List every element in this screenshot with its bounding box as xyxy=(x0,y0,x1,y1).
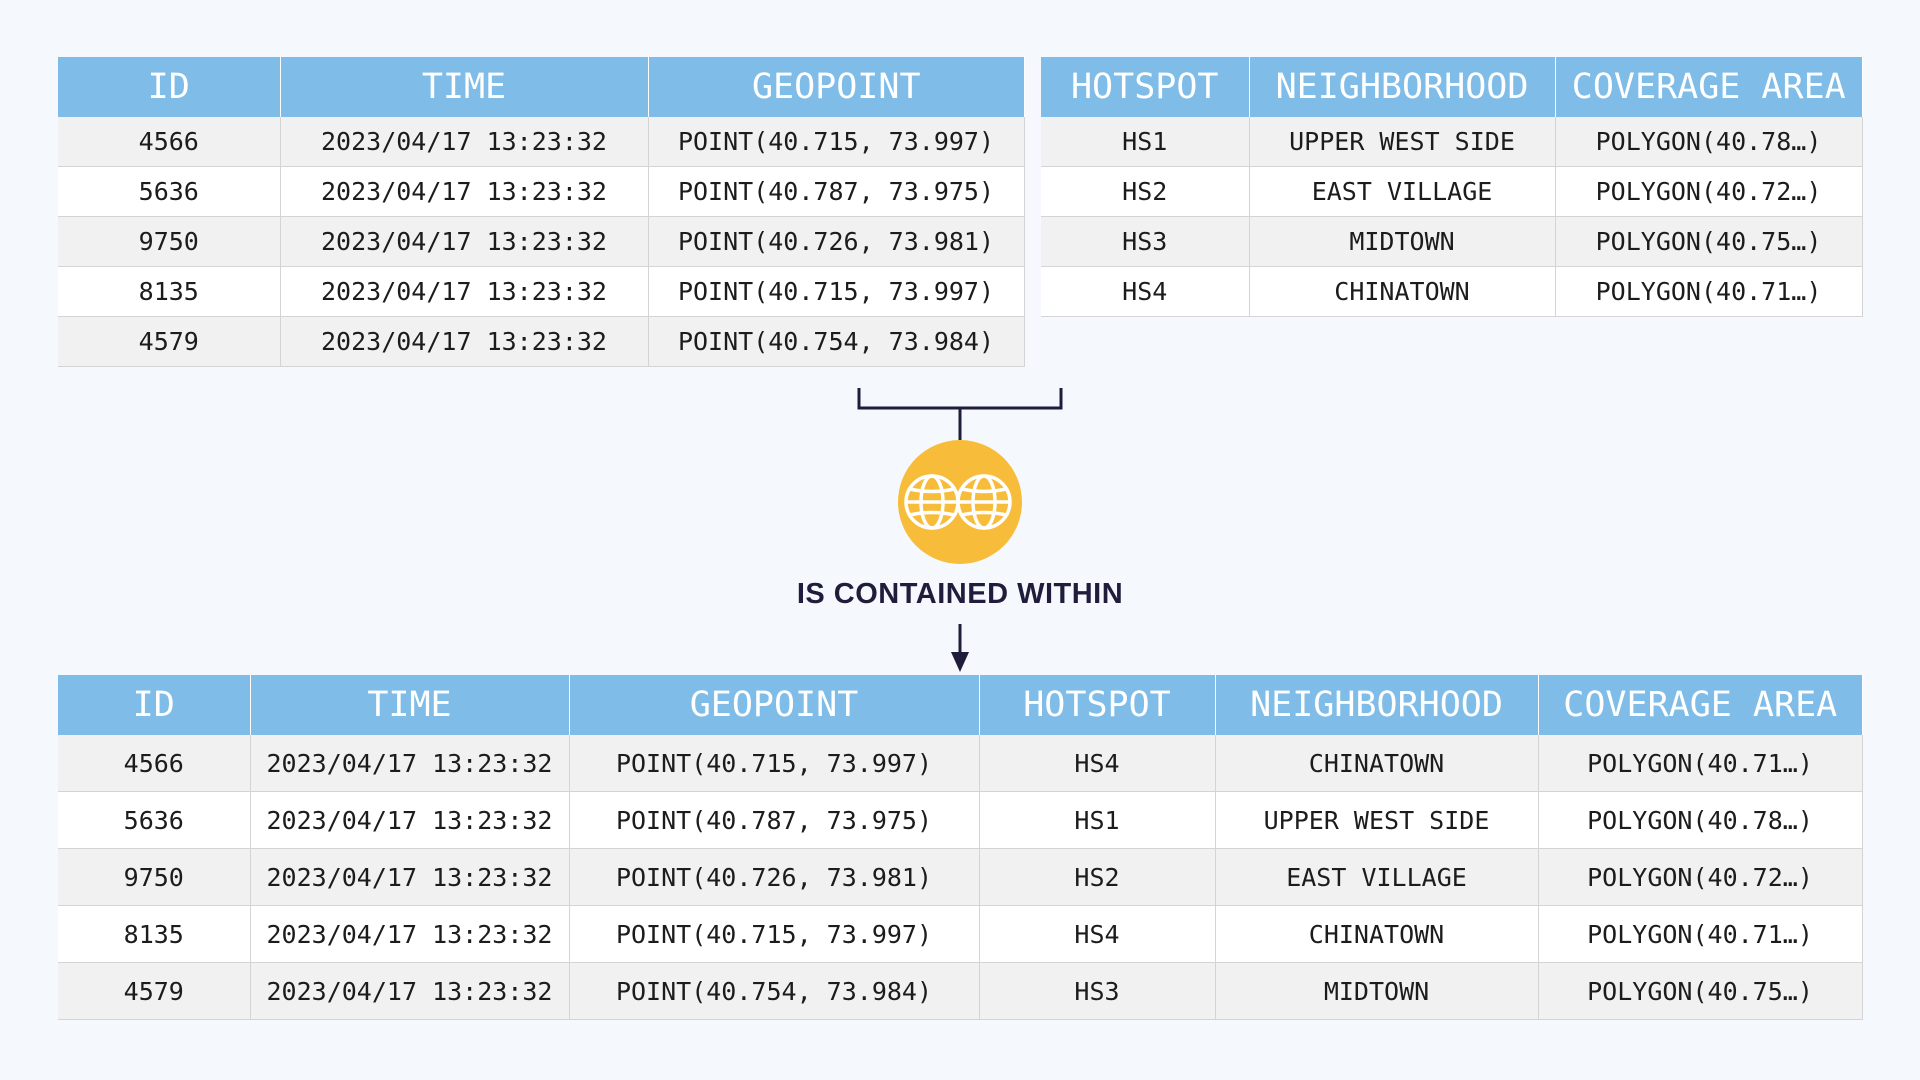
table-cell: HS2 xyxy=(979,848,1216,906)
table-cell: CHINATOWN xyxy=(1215,735,1539,792)
table-cell: HS4 xyxy=(979,905,1216,963)
table-cell: EAST VILLAGE xyxy=(1249,166,1556,217)
table-cell: UPPER WEST SIDE xyxy=(1215,791,1539,849)
column-header: COVERAGE AREA xyxy=(1538,675,1862,735)
table-cell: POLYGON(40.78…) xyxy=(1538,791,1863,849)
table-cell: POLYGON(40.71…) xyxy=(1538,905,1863,963)
table-cell: 4566 xyxy=(58,735,251,792)
table-cell: 2023/04/17 13:23:32 xyxy=(280,166,649,217)
table-cell: 4566 xyxy=(58,117,281,167)
table-cell: POLYGON(40.75…) xyxy=(1555,216,1863,267)
table-cell: 9750 xyxy=(58,848,251,906)
table-row: HS4 CHINATOWN POLYGON(40.71…) xyxy=(1041,266,1863,317)
points-table-header: ID TIME GEOPOINT xyxy=(58,57,1024,117)
table-row: 5636 2023/04/17 13:23:32 POINT(40.787, 7… xyxy=(58,791,1863,849)
table-cell: POLYGON(40.72…) xyxy=(1538,848,1863,906)
table-row: 9750 2023/04/17 13:23:32 POINT(40.726, 7… xyxy=(58,848,1863,906)
table-row: 9750 2023/04/17 13:23:32 POINT(40.726, 7… xyxy=(58,216,1025,267)
table-cell: HS4 xyxy=(1041,266,1250,317)
table-cell: POINT(40.715, 73.997) xyxy=(648,117,1025,167)
table-cell: HS4 xyxy=(979,735,1216,792)
table-row: 4566 2023/04/17 13:23:32 POINT(40.715, 7… xyxy=(58,117,1025,167)
table-cell: POLYGON(40.72…) xyxy=(1555,166,1863,217)
table-cell: 2023/04/17 13:23:32 xyxy=(250,791,570,849)
table-row: HS1 UPPER WEST SIDE POLYGON(40.78…) xyxy=(1041,117,1863,167)
column-header: GEOPOINT xyxy=(648,57,1024,117)
table-cell: 2023/04/17 13:23:32 xyxy=(280,216,649,267)
table-cell: 2023/04/17 13:23:32 xyxy=(250,735,570,792)
column-header: HOTSPOT xyxy=(1041,57,1250,117)
table-cell: POINT(40.726, 73.981) xyxy=(569,848,980,906)
column-header: NEIGHBORHOOD xyxy=(1249,57,1556,117)
table-cell: 2023/04/17 13:23:32 xyxy=(250,905,570,963)
table-row: HS2 EAST VILLAGE POLYGON(40.72…) xyxy=(1041,166,1863,217)
table-cell: 2023/04/17 13:23:32 xyxy=(280,266,649,317)
table-row: 4579 2023/04/17 13:23:32 POINT(40.754, 7… xyxy=(58,962,1863,1020)
table-cell: 2023/04/17 13:23:32 xyxy=(280,117,649,167)
hotspots-table-header: HOTSPOT NEIGHBORHOOD COVERAGE AREA xyxy=(1041,57,1862,117)
table-row: 4566 2023/04/17 13:23:32 POINT(40.715, 7… xyxy=(58,735,1863,792)
table-cell: 9750 xyxy=(58,216,281,267)
operation-label: IS CONTAINED WITHIN xyxy=(796,578,1124,610)
table-cell: HS3 xyxy=(979,962,1216,1020)
table-row: 8135 2023/04/17 13:23:32 POINT(40.715, 7… xyxy=(58,266,1025,317)
table-cell: POINT(40.715, 73.997) xyxy=(569,735,980,792)
copyright-notice: ©2023 DATAIKU INC. xyxy=(92,1033,280,1054)
table-cell: POINT(40.787, 73.975) xyxy=(648,166,1025,217)
table-cell: HS1 xyxy=(979,791,1216,849)
column-header: NEIGHBORHOOD xyxy=(1215,675,1539,735)
table-cell: POLYGON(40.71…) xyxy=(1555,266,1863,317)
table-row: 8135 2023/04/17 13:23:32 POINT(40.715, 7… xyxy=(58,905,1863,963)
result-table: ID TIME GEOPOINT HOTSPOT NEIGHBORHOOD CO… xyxy=(58,675,1863,1020)
table-cell: EAST VILLAGE xyxy=(1215,848,1539,906)
table-cell: POINT(40.754, 73.984) xyxy=(648,316,1025,367)
table-cell: 2023/04/17 13:23:32 xyxy=(250,962,570,1020)
table-cell: POINT(40.787, 73.975) xyxy=(569,791,980,849)
result-table-header: ID TIME GEOPOINT HOTSPOT NEIGHBORHOOD CO… xyxy=(58,675,1862,735)
table-cell: POINT(40.754, 73.984) xyxy=(569,962,980,1020)
hotspots-table: HOTSPOT NEIGHBORHOOD COVERAGE AREA HS1 U… xyxy=(1041,57,1863,317)
table-row: 5636 2023/04/17 13:23:32 POINT(40.787, 7… xyxy=(58,166,1025,217)
table-cell: 2023/04/17 13:23:32 xyxy=(280,316,649,367)
table-cell: 4579 xyxy=(58,316,281,367)
table-cell: 4579 xyxy=(58,962,251,1020)
table-cell: POINT(40.715, 73.997) xyxy=(569,905,980,963)
table-cell: UPPER WEST SIDE xyxy=(1249,117,1556,167)
down-arrow xyxy=(951,624,969,672)
column-header: GEOPOINT xyxy=(569,675,980,735)
table-cell: POLYGON(40.78…) xyxy=(1555,117,1863,167)
table-cell: HS2 xyxy=(1041,166,1250,217)
column-header: TIME xyxy=(280,57,649,117)
table-cell: 8135 xyxy=(58,905,251,963)
table-cell: MIDTOWN xyxy=(1215,962,1539,1020)
column-header: COVERAGE AREA xyxy=(1555,57,1862,117)
points-table: ID TIME GEOPOINT 4566 2023/04/17 13:23:3… xyxy=(58,57,1025,367)
table-cell: POLYGON(40.71…) xyxy=(1538,735,1863,792)
join-bracket xyxy=(857,388,1063,440)
table-cell: CHINATOWN xyxy=(1249,266,1556,317)
table-cell: HS1 xyxy=(1041,117,1250,167)
table-cell: POINT(40.726, 73.981) xyxy=(648,216,1025,267)
table-cell: 5636 xyxy=(58,166,281,217)
geo-join-icon xyxy=(898,440,1022,564)
table-row: HS3 MIDTOWN POLYGON(40.75…) xyxy=(1041,216,1863,267)
table-cell: 8135 xyxy=(58,266,281,317)
table-cell: POLYGON(40.75…) xyxy=(1538,962,1863,1020)
column-header: HOTSPOT xyxy=(979,675,1216,735)
table-cell: 5636 xyxy=(58,791,251,849)
column-header: TIME xyxy=(250,675,570,735)
table-cell: CHINATOWN xyxy=(1215,905,1539,963)
table-cell: MIDTOWN xyxy=(1249,216,1556,267)
table-row: 4579 2023/04/17 13:23:32 POINT(40.754, 7… xyxy=(58,316,1025,367)
column-header: ID xyxy=(58,57,281,117)
table-cell: HS3 xyxy=(1041,216,1250,267)
column-header: ID xyxy=(58,675,251,735)
table-cell: 2023/04/17 13:23:32 xyxy=(250,848,570,906)
table-cell: POINT(40.715, 73.997) xyxy=(648,266,1025,317)
